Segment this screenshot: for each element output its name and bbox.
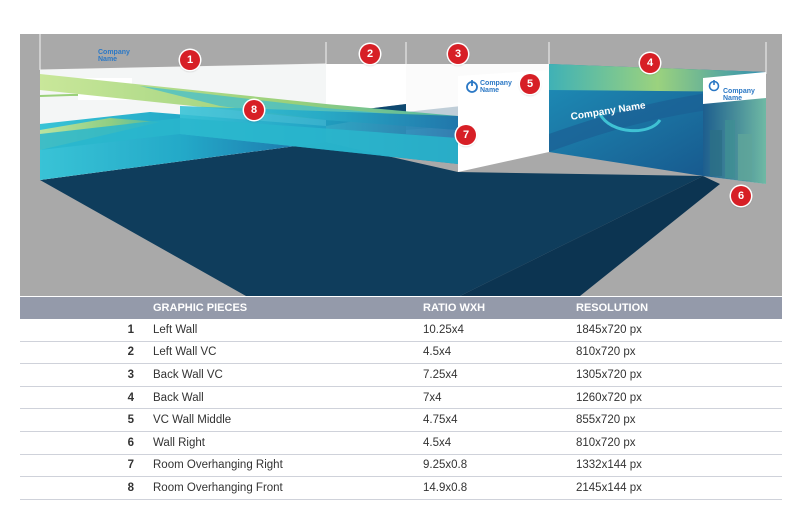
company-line1-left: Company [98,49,130,56]
row-piece: Back Wall [153,386,423,410]
row-number: 2 [20,341,153,365]
row-ratio: 4.5x4 [423,341,576,365]
row-piece: Left Wall [153,319,423,342]
marker-4: 4 [640,53,660,73]
header-resolution: RESOLUTION [576,297,782,319]
header-number [20,297,153,319]
marker-2: 2 [360,44,380,64]
company-line1-right: Company [723,88,755,95]
marker-8: 8 [244,100,264,120]
marker-6: 6 [731,186,751,206]
row-ratio: 7x4 [423,386,576,410]
table-row: 5 VC Wall Middle 4.75x4 855x720 px [20,408,782,432]
row-number: 3 [20,363,153,387]
row-resolution: 1305x720 px [576,363,782,387]
header-ratio: RATIO WXH [423,297,576,319]
marker-3: 3 [448,44,468,64]
booth-render: Company Name Company Name Company Name C… [20,34,782,296]
booth-illustration [20,34,782,296]
table-row: 3 Back Wall VC 7.25x4 1305x720 px [20,363,782,387]
row-piece: VC Wall Middle [153,408,423,432]
row-piece: Wall Right [153,431,423,455]
table-row: 7 Room Overhanging Right 9.25x0.8 1332x1… [20,454,782,478]
marker-5: 5 [520,74,540,94]
row-ratio: 4.5x4 [423,431,576,455]
row-number: 7 [20,454,153,478]
row-piece: Room Overhanging Right [153,454,423,478]
company-line1-middle: Company [480,80,512,87]
marker-7: 7 [456,125,476,145]
table-row: 1 Left Wall 10.25x4 1845x720 px [20,319,782,342]
table-row: 4 Back Wall 7x4 1260x720 px [20,386,782,410]
graphic-pieces-table: GRAPHIC PIECES RATIO WXH RESOLUTION 1 Le… [20,297,782,500]
row-piece: Left Wall VC [153,341,423,365]
row-number: 1 [20,319,153,342]
row-piece: Room Overhanging Front [153,476,423,500]
table-row: 2 Left Wall VC 4.5x4 810x720 px [20,341,782,365]
row-number: 8 [20,476,153,500]
row-ratio: 10.25x4 [423,319,576,342]
company-logo-middle: Company Name [480,80,512,94]
table-row: 8 Room Overhanging Front 14.9x0.8 2145x1… [20,476,782,500]
row-ratio: 9.25x0.8 [423,454,576,478]
row-resolution: 1332x144 px [576,454,782,478]
company-logo-right: Company Name [723,88,755,102]
table-row: 6 Wall Right 4.5x4 810x720 px [20,431,782,455]
company-line2-left: Name [98,56,118,63]
row-resolution: 810x720 px [576,341,782,365]
row-number: 6 [20,431,153,455]
marker-1: 1 [180,50,200,70]
row-ratio: 4.75x4 [423,408,576,432]
row-ratio: 7.25x4 [423,363,576,387]
row-resolution: 810x720 px [576,431,782,455]
row-number: 4 [20,386,153,410]
row-number: 5 [20,408,153,432]
company-line2-right: Name [723,95,743,102]
row-resolution: 855x720 px [576,408,782,432]
row-resolution: 1260x720 px [576,386,782,410]
company-line2-middle: Name [480,87,500,94]
table-header-row: GRAPHIC PIECES RATIO WXH RESOLUTION [20,297,782,319]
row-resolution: 2145x144 px [576,476,782,500]
row-piece: Back Wall VC [153,363,423,387]
row-resolution: 1845x720 px [576,319,782,342]
header-graphic-pieces: GRAPHIC PIECES [153,297,423,319]
row-ratio: 14.9x0.8 [423,476,576,500]
company-logo-left: Company Name [98,49,130,63]
